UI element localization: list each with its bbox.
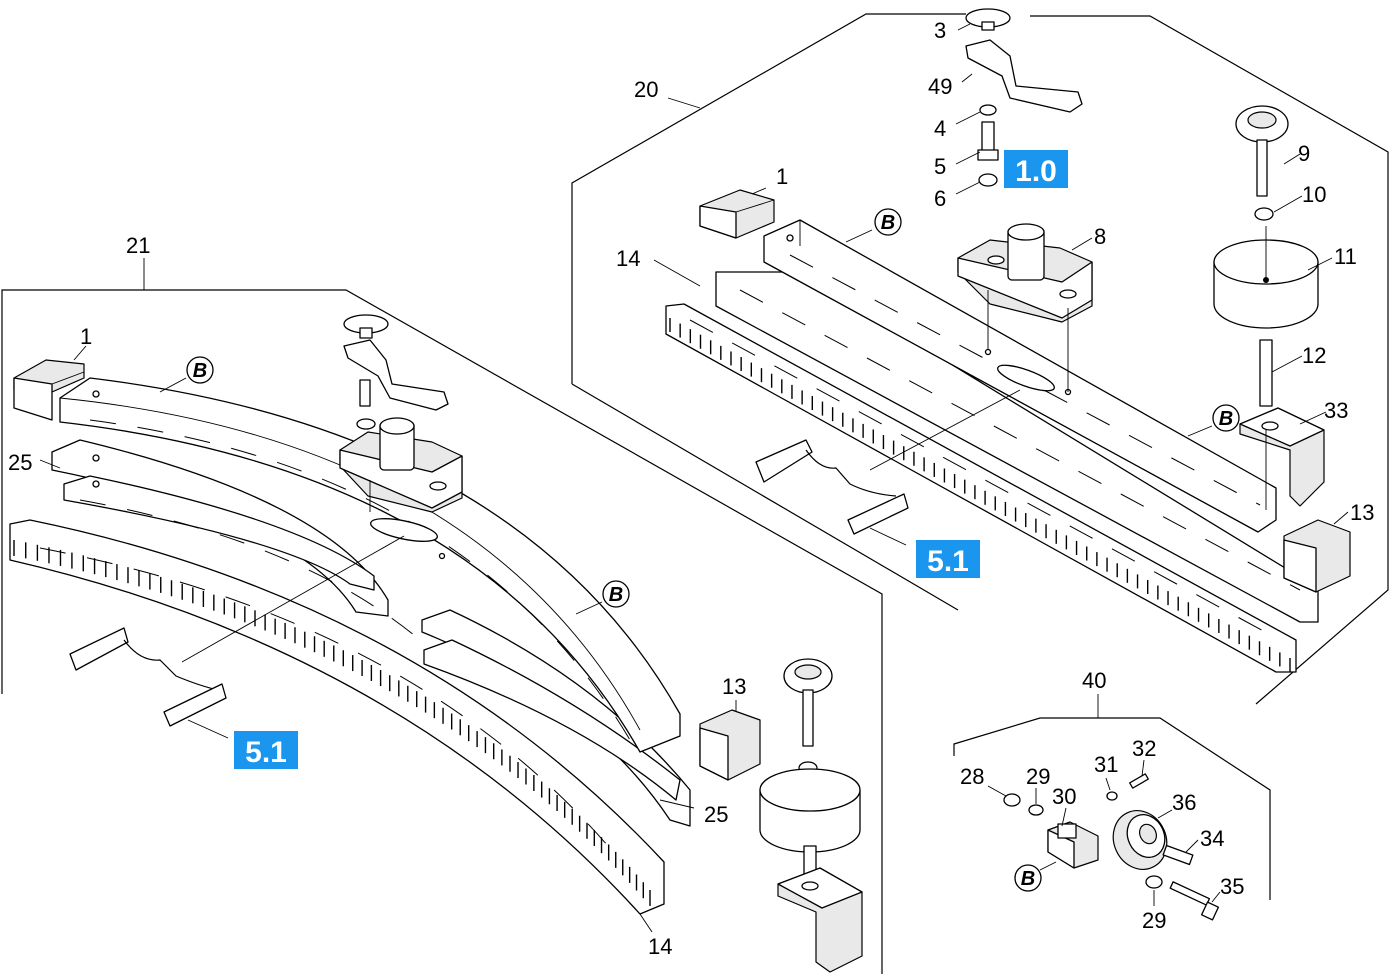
washer-6 — [978, 173, 998, 187]
end-cap-13 — [1283, 519, 1351, 593]
stud-left — [356, 379, 376, 430]
label-8: 8 — [1094, 224, 1106, 249]
assembly-21-outline — [1, 289, 883, 974]
b-marker-left-mid: B — [575, 580, 630, 615]
label-34: 34 — [1200, 826, 1224, 851]
svg-text:5.1: 5.1 — [927, 545, 969, 578]
clamp-arm-left — [343, 339, 449, 411]
washer-29-bottom — [1145, 875, 1163, 889]
screw-32 — [1129, 773, 1149, 789]
ref-box-1-0[interactable]: 1.0 — [1004, 150, 1068, 188]
label-31: 31 — [1094, 752, 1118, 777]
label-12: 12 — [1302, 343, 1326, 368]
label-29-top: 29 — [1026, 764, 1050, 789]
label-49: 49 — [928, 74, 952, 99]
curved-brush-14 — [9, 519, 665, 915]
label-14: 14 — [616, 246, 640, 271]
svg-text:B: B — [1219, 408, 1233, 430]
label-33: 33 — [1324, 398, 1348, 423]
washer-10 — [1254, 207, 1274, 221]
assembly-20-outline-left — [571, 13, 966, 384]
label-40: 40 — [1082, 668, 1106, 693]
assembly-21-group: B B 21 1 25 13 25 14 5.1 — [1, 233, 883, 974]
svg-text:5.1: 5.1 — [245, 736, 287, 769]
holder-8 — [957, 223, 1093, 323]
svg-text:B: B — [609, 584, 623, 606]
brush-strip-14 — [665, 303, 1297, 673]
label-1: 1 — [776, 164, 788, 189]
assembly-40-outline — [953, 717, 1271, 900]
label-20: 20 — [634, 77, 658, 102]
svg-text:B: B — [193, 360, 207, 382]
star-knob-3 — [965, 8, 1011, 31]
stud-5 — [977, 121, 999, 161]
label-21: 21 — [126, 233, 150, 258]
clip-right — [755, 439, 909, 535]
label-30: 30 — [1052, 784, 1076, 809]
assembly-40-group: B 40 28 29 30 31 32 36 34 35 29 — [953, 668, 1271, 933]
label-14-left: 14 — [648, 934, 672, 959]
washer-31 — [1106, 791, 1118, 801]
nut-28 — [1003, 793, 1021, 807]
star-knob-9 — [1235, 105, 1289, 197]
pin-34 — [1162, 844, 1194, 866]
svg-text:B: B — [1021, 868, 1035, 890]
washer-29-top — [1028, 804, 1044, 816]
svg-text:1.0: 1.0 — [1015, 155, 1057, 188]
b-marker-right-bottom: B — [1187, 404, 1240, 437]
clamp-arm-49 — [965, 39, 1083, 113]
star-knob-left-lower — [783, 658, 833, 747]
bracket-30 — [1047, 821, 1099, 869]
b-marker-right-top: B — [845, 208, 902, 243]
label-29-bottom: 29 — [1142, 908, 1166, 933]
label-1-left: 1 — [80, 324, 92, 349]
label-6: 6 — [934, 186, 946, 211]
ref-box-5-1-left[interactable]: 5.1 — [234, 731, 298, 769]
label-25-lower: 25 — [704, 802, 728, 827]
ref-box-5-1-right[interactable]: 5.1 — [916, 540, 980, 578]
label-5: 5 — [934, 154, 946, 179]
slot-hole-left — [370, 518, 438, 542]
label-3: 3 — [934, 18, 946, 43]
end-cap-1 — [699, 189, 775, 239]
wheel-36 — [1112, 810, 1168, 870]
bolt-35 — [1169, 881, 1220, 921]
label-32: 32 — [1132, 736, 1156, 761]
label-13-left: 13 — [722, 674, 746, 699]
label-13: 13 — [1350, 500, 1374, 525]
holder-left — [339, 417, 463, 513]
leader-20 — [667, 97, 701, 109]
star-knob-left — [343, 314, 389, 339]
end-cap-13-left — [699, 709, 761, 781]
clip-left — [69, 627, 227, 727]
slot-hole — [997, 364, 1055, 392]
label-10: 10 — [1302, 182, 1326, 207]
b-marker-left-top: B — [159, 356, 214, 393]
label-9: 9 — [1298, 141, 1310, 166]
assembly-20-group: B B 3 49 20 4 5 6 1 8 9 10 11 14 — [571, 8, 1389, 705]
end-cap-1-left — [13, 359, 85, 421]
label-36: 36 — [1172, 790, 1196, 815]
label-35: 35 — [1220, 874, 1244, 899]
svg-text:B: B — [881, 212, 895, 234]
label-28: 28 — [960, 764, 984, 789]
label-25-left: 25 — [8, 450, 32, 475]
bracket-33 — [1239, 407, 1325, 507]
weight-left — [759, 768, 861, 853]
b-marker-detail: B — [1014, 861, 1057, 892]
label-4: 4 — [934, 116, 946, 141]
rod-12 — [1259, 339, 1273, 407]
washer-4 — [979, 104, 997, 116]
bracket-left — [777, 867, 863, 973]
assembly-20-outline-bottom — [571, 383, 959, 611]
assembly-20-outline-right — [1030, 15, 1389, 705]
label-11: 11 — [1334, 244, 1357, 269]
